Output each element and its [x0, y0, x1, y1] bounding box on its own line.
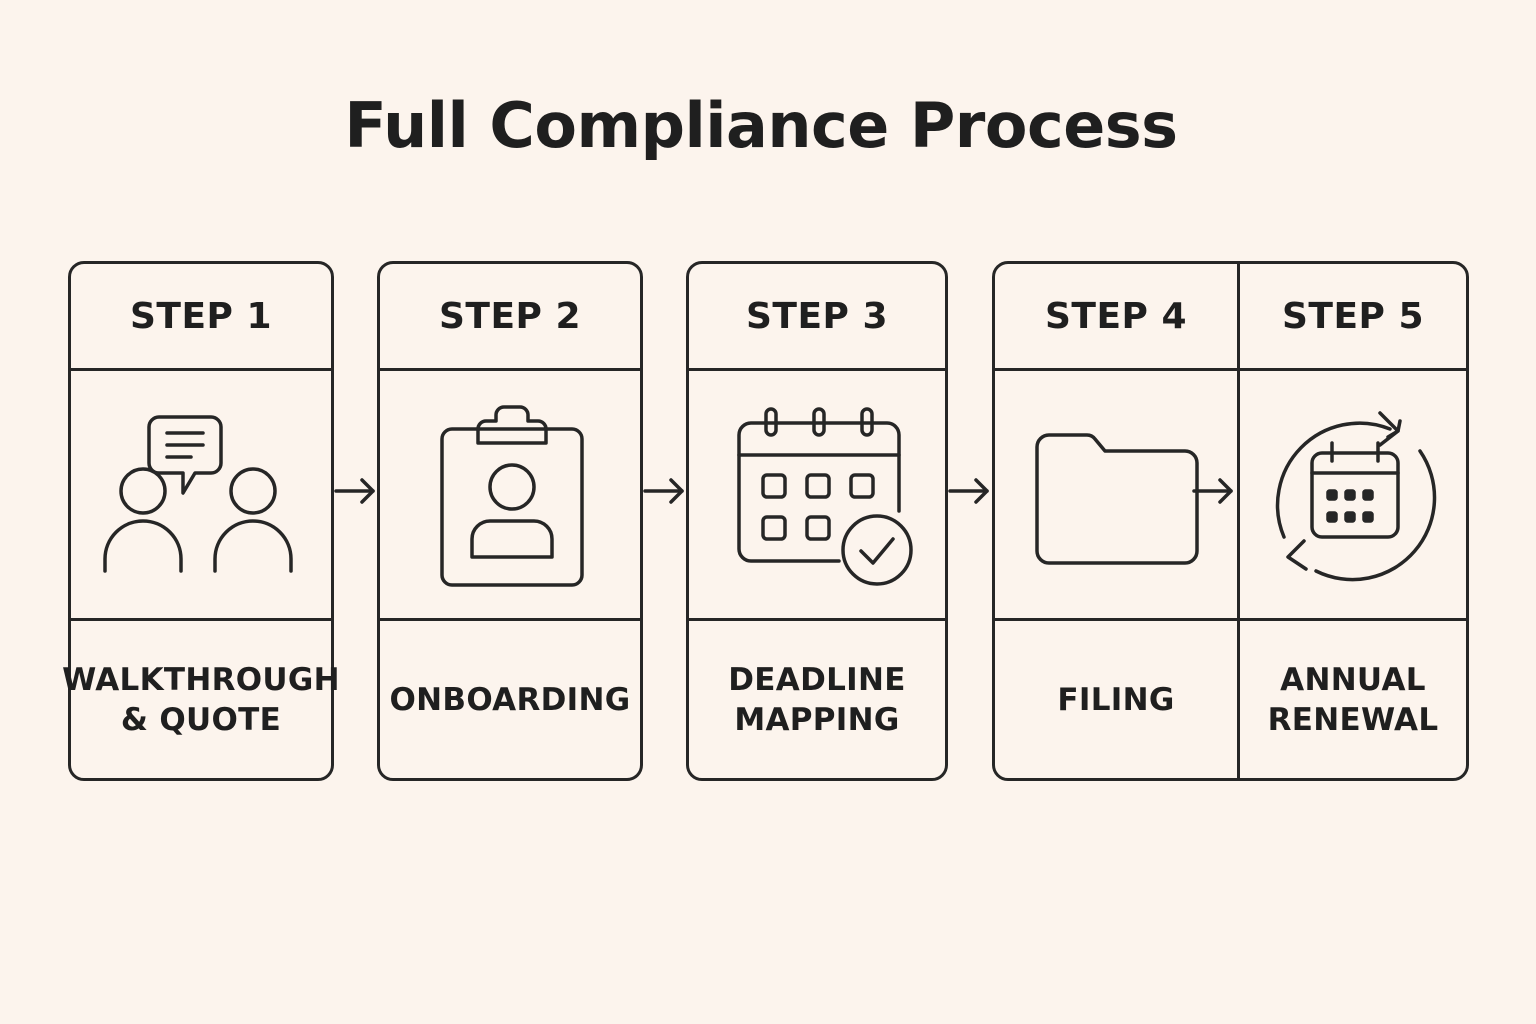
arrow-right-icon: [334, 478, 375, 504]
step-card-4-5: STEP 4 FILING STEP 5 ANNUAL RENEWAL: [992, 261, 1469, 781]
step-label: STEP 5: [1281, 295, 1425, 337]
calendar-cycle-icon: [1240, 371, 1466, 618]
arrow-right-icon: [643, 478, 684, 504]
divider: [380, 368, 640, 371]
divider: [995, 618, 1466, 621]
divider: [995, 368, 1466, 371]
divider: [1237, 264, 1240, 778]
calendar-check-icon: [689, 371, 945, 618]
divider: [689, 618, 945, 621]
step-label: STEP 4: [1044, 295, 1188, 337]
folder-icon: [995, 371, 1237, 618]
divider: [71, 368, 331, 371]
step-card-1: STEP 1 WALKTHROUGH & QUOTE: [62, 261, 340, 781]
step-label: STEP 1: [129, 295, 273, 337]
step-card-2: STEP 2 ONBOARDING: [377, 261, 643, 781]
step-label: STEP 2: [438, 295, 582, 337]
step-name: FILING: [1057, 681, 1175, 718]
step-name: WALKTHROUGH & QUOTE: [62, 661, 340, 738]
step-card-3: STEP 3 DEADLINE MAPPING: [686, 261, 948, 781]
step-label: STEP 3: [745, 295, 889, 337]
diagram-title: Full Compliance Process: [344, 89, 1178, 162]
divider: [380, 618, 640, 621]
divider: [71, 618, 331, 621]
arrow-right-icon: [1192, 478, 1233, 504]
step-name: ONBOARDING: [389, 681, 631, 718]
step-name: DEADLINE MAPPING: [728, 661, 906, 738]
clipboard-user-icon: [380, 371, 640, 618]
people-chat-icon: [71, 371, 331, 618]
divider: [689, 368, 945, 371]
step-name: ANNUAL RENEWAL: [1267, 661, 1439, 738]
arrow-right-icon: [948, 478, 989, 504]
